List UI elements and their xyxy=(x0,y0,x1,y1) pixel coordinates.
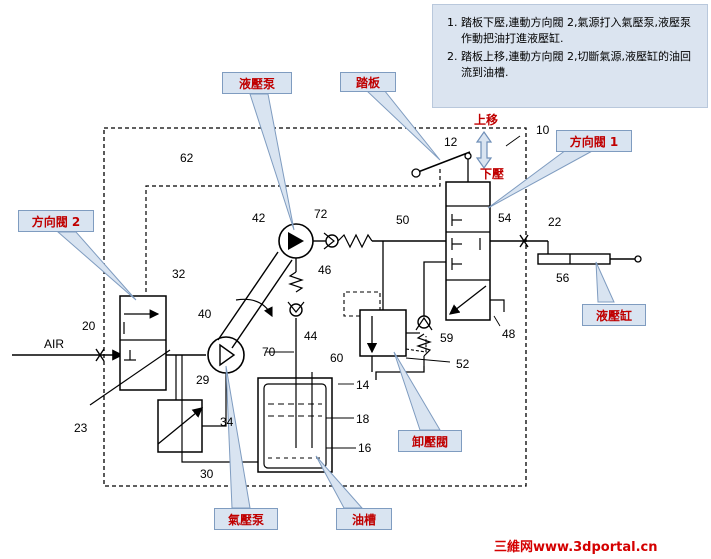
return-line xyxy=(375,366,425,380)
callout-pedal: 踏板 xyxy=(340,72,396,92)
label-52: 52 xyxy=(456,357,470,371)
label-23: 23 xyxy=(74,421,88,435)
callout-pneumatic-pump: 氣壓泵 xyxy=(214,508,278,530)
pointer-hydraulic-pump xyxy=(249,93,295,231)
label-54: 54 xyxy=(498,211,512,225)
label-46: 46 xyxy=(318,263,332,277)
note-item: 踏板上移,連動方向閥 2,切斷氣源,液壓缸的油回流到油槽. xyxy=(461,49,699,81)
label-56: 56 xyxy=(556,271,570,285)
label-70: 70 xyxy=(262,345,276,359)
explanation-note: 踏板下壓,連動方向閥 2,氣源打入氣壓泵,液壓泵作動把油打進液壓缸. 踏板上移,… xyxy=(432,4,708,108)
pointer-cylinder xyxy=(595,261,615,303)
watermark: 三維网www.3dportal.cn xyxy=(494,540,658,555)
label-22: 22 xyxy=(548,215,562,229)
callout-directional-valve-2: 方向閥 2 xyxy=(18,210,94,232)
callout-unloading-valve: 卸壓閥 xyxy=(398,430,462,452)
motion-down-label: 下壓 xyxy=(480,167,504,181)
hydraulic-cylinder xyxy=(537,253,611,265)
pilot-line xyxy=(145,168,441,292)
pointer-pneumatic-pump xyxy=(225,365,251,509)
air-inlet-cross xyxy=(95,348,105,362)
label-16: 16 xyxy=(358,441,372,455)
air-label: AIR xyxy=(44,337,64,351)
pointer-unloading-valve xyxy=(393,351,441,431)
label-62: 62 xyxy=(180,151,194,165)
note-item: 踏板下壓,連動方向閥 2,氣源打入氣壓泵,液壓泵作動把油打進液壓缸. xyxy=(461,15,699,47)
label-59: 59 xyxy=(440,331,454,345)
motion-up-label: 上移 xyxy=(474,112,498,127)
label-18: 18 xyxy=(356,412,370,426)
label-34: 34 xyxy=(220,415,234,429)
suction-check-valve xyxy=(289,303,303,317)
label-44: 44 xyxy=(304,329,318,343)
label-42: 42 xyxy=(252,211,266,225)
enclosure-boundary xyxy=(103,127,527,487)
pointer-valve-2 xyxy=(56,231,137,301)
label-10: 10 xyxy=(536,123,550,137)
label-29: 29 xyxy=(196,373,210,387)
directional-valve-2 xyxy=(119,295,167,391)
label-48: 48 xyxy=(502,327,516,341)
directional-valve-1 xyxy=(445,181,491,321)
pointer-oil-tank xyxy=(315,455,364,509)
callout-directional-valve-1: 方向閥 1 xyxy=(556,130,632,152)
label-12: 12 xyxy=(444,135,458,149)
label-14: 14 xyxy=(356,378,370,392)
up-down-arrow xyxy=(475,130,493,170)
unloading-valve xyxy=(359,309,407,357)
callout-oil-tank: 油槽 xyxy=(336,508,392,530)
label-30: 30 xyxy=(200,467,214,481)
callout-hydraulic-cylinder: 液壓缸 xyxy=(582,304,646,326)
label-72: 72 xyxy=(314,207,328,221)
callout-hydraulic-pump: 液壓泵 xyxy=(222,72,292,94)
label-60: 60 xyxy=(330,351,344,365)
pedal-lever xyxy=(417,151,471,173)
label-20: 20 xyxy=(82,319,96,333)
label-40: 40 xyxy=(198,307,212,321)
pointer-pedal xyxy=(364,89,441,161)
label-32: 32 xyxy=(172,267,186,281)
label-50: 50 xyxy=(396,213,410,227)
